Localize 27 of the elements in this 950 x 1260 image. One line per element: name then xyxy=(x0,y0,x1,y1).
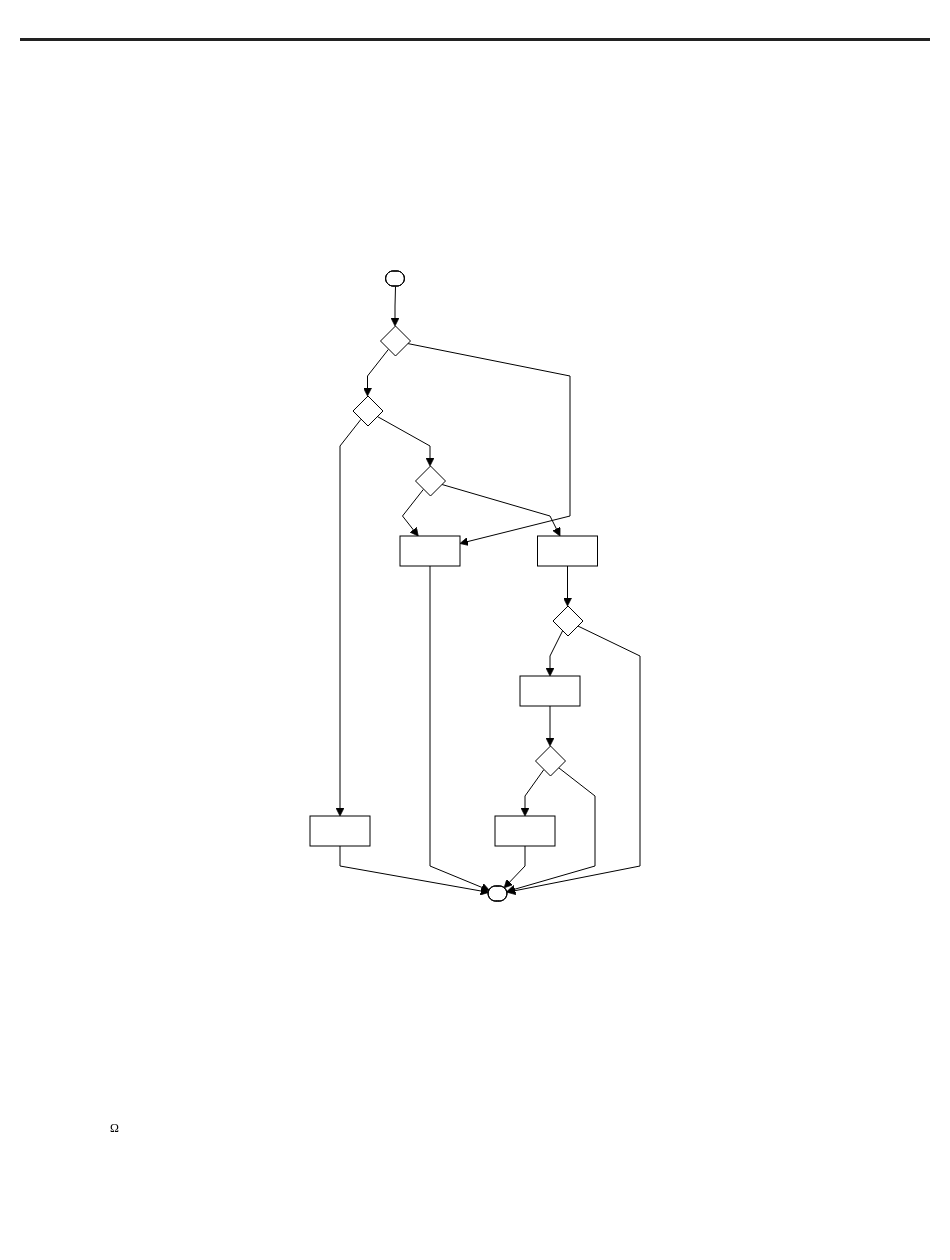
node-box xyxy=(537,535,598,567)
arrow xyxy=(335,418,362,817)
arrow xyxy=(402,488,424,537)
arrow xyxy=(376,415,435,467)
arrow xyxy=(429,565,490,892)
node-box xyxy=(494,815,556,847)
symbol-label: Ω xyxy=(110,1121,119,1136)
node-diamond xyxy=(535,745,566,777)
node-box xyxy=(519,675,581,707)
arrow xyxy=(441,483,561,537)
arrow xyxy=(506,767,596,894)
arrow xyxy=(339,845,490,896)
node-box xyxy=(309,815,371,847)
arrow xyxy=(520,769,545,817)
arrow xyxy=(545,705,555,747)
arrow xyxy=(407,343,571,546)
arrow xyxy=(363,348,389,397)
node-box xyxy=(399,535,461,567)
node-diamond xyxy=(552,605,584,637)
node-diamond xyxy=(415,465,446,497)
arrow xyxy=(503,845,526,889)
node-diamond xyxy=(380,325,411,357)
arrow xyxy=(545,630,563,677)
arrow xyxy=(563,565,572,607)
arrow xyxy=(390,286,400,327)
node-diamond xyxy=(352,395,384,427)
arrow xyxy=(506,625,641,895)
